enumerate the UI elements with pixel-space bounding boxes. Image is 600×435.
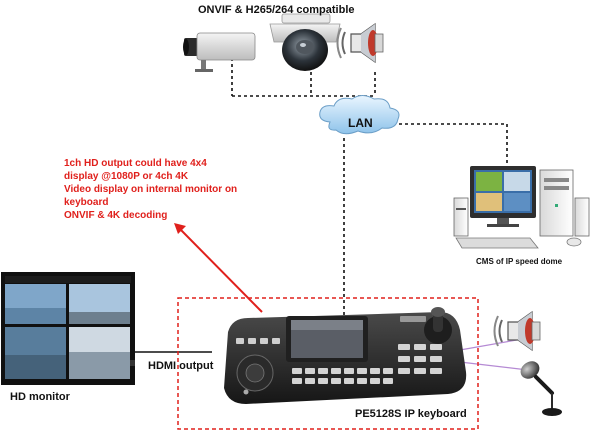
microphone-icon: [520, 361, 562, 416]
cms-label: CMS of IP speed dome: [476, 257, 563, 266]
page-title: ONVIF & H265/264 compatible: [198, 4, 355, 16]
box-camera-icon: [183, 32, 256, 72]
hd-monitor-label: HD monitor: [10, 391, 70, 403]
note-line: ONVIF & 4K decoding: [64, 210, 168, 221]
keyboard-label: PE5128S IP keyboard: [355, 408, 467, 420]
feature-note: 1ch HD output could have 4x4 display @10…: [64, 157, 284, 222]
note-line: display @1080P or 4ch 4K: [64, 171, 189, 182]
keyboard-box: [177, 297, 479, 430]
audio-links: [459, 337, 529, 371]
speaker-icon: [336, 22, 384, 64]
dome-camera-icon: [269, 13, 341, 71]
speaker-icon: [493, 310, 541, 352]
hdmi-label: HDMI output: [148, 360, 214, 372]
cloud-icon: [319, 95, 400, 135]
mic-audio-line: [459, 361, 529, 371]
note-line: 1ch HD output could have 4x4: [64, 158, 207, 169]
lan-label: LAN: [348, 116, 373, 130]
lan-connections: [231, 58, 508, 318]
pc-icon: [453, 166, 590, 249]
ip-keyboard: [224, 307, 467, 404]
note-line: Video display on internal monitor on: [64, 184, 238, 195]
note-line: keyboard: [64, 197, 109, 208]
hd-monitor: [1, 272, 135, 385]
